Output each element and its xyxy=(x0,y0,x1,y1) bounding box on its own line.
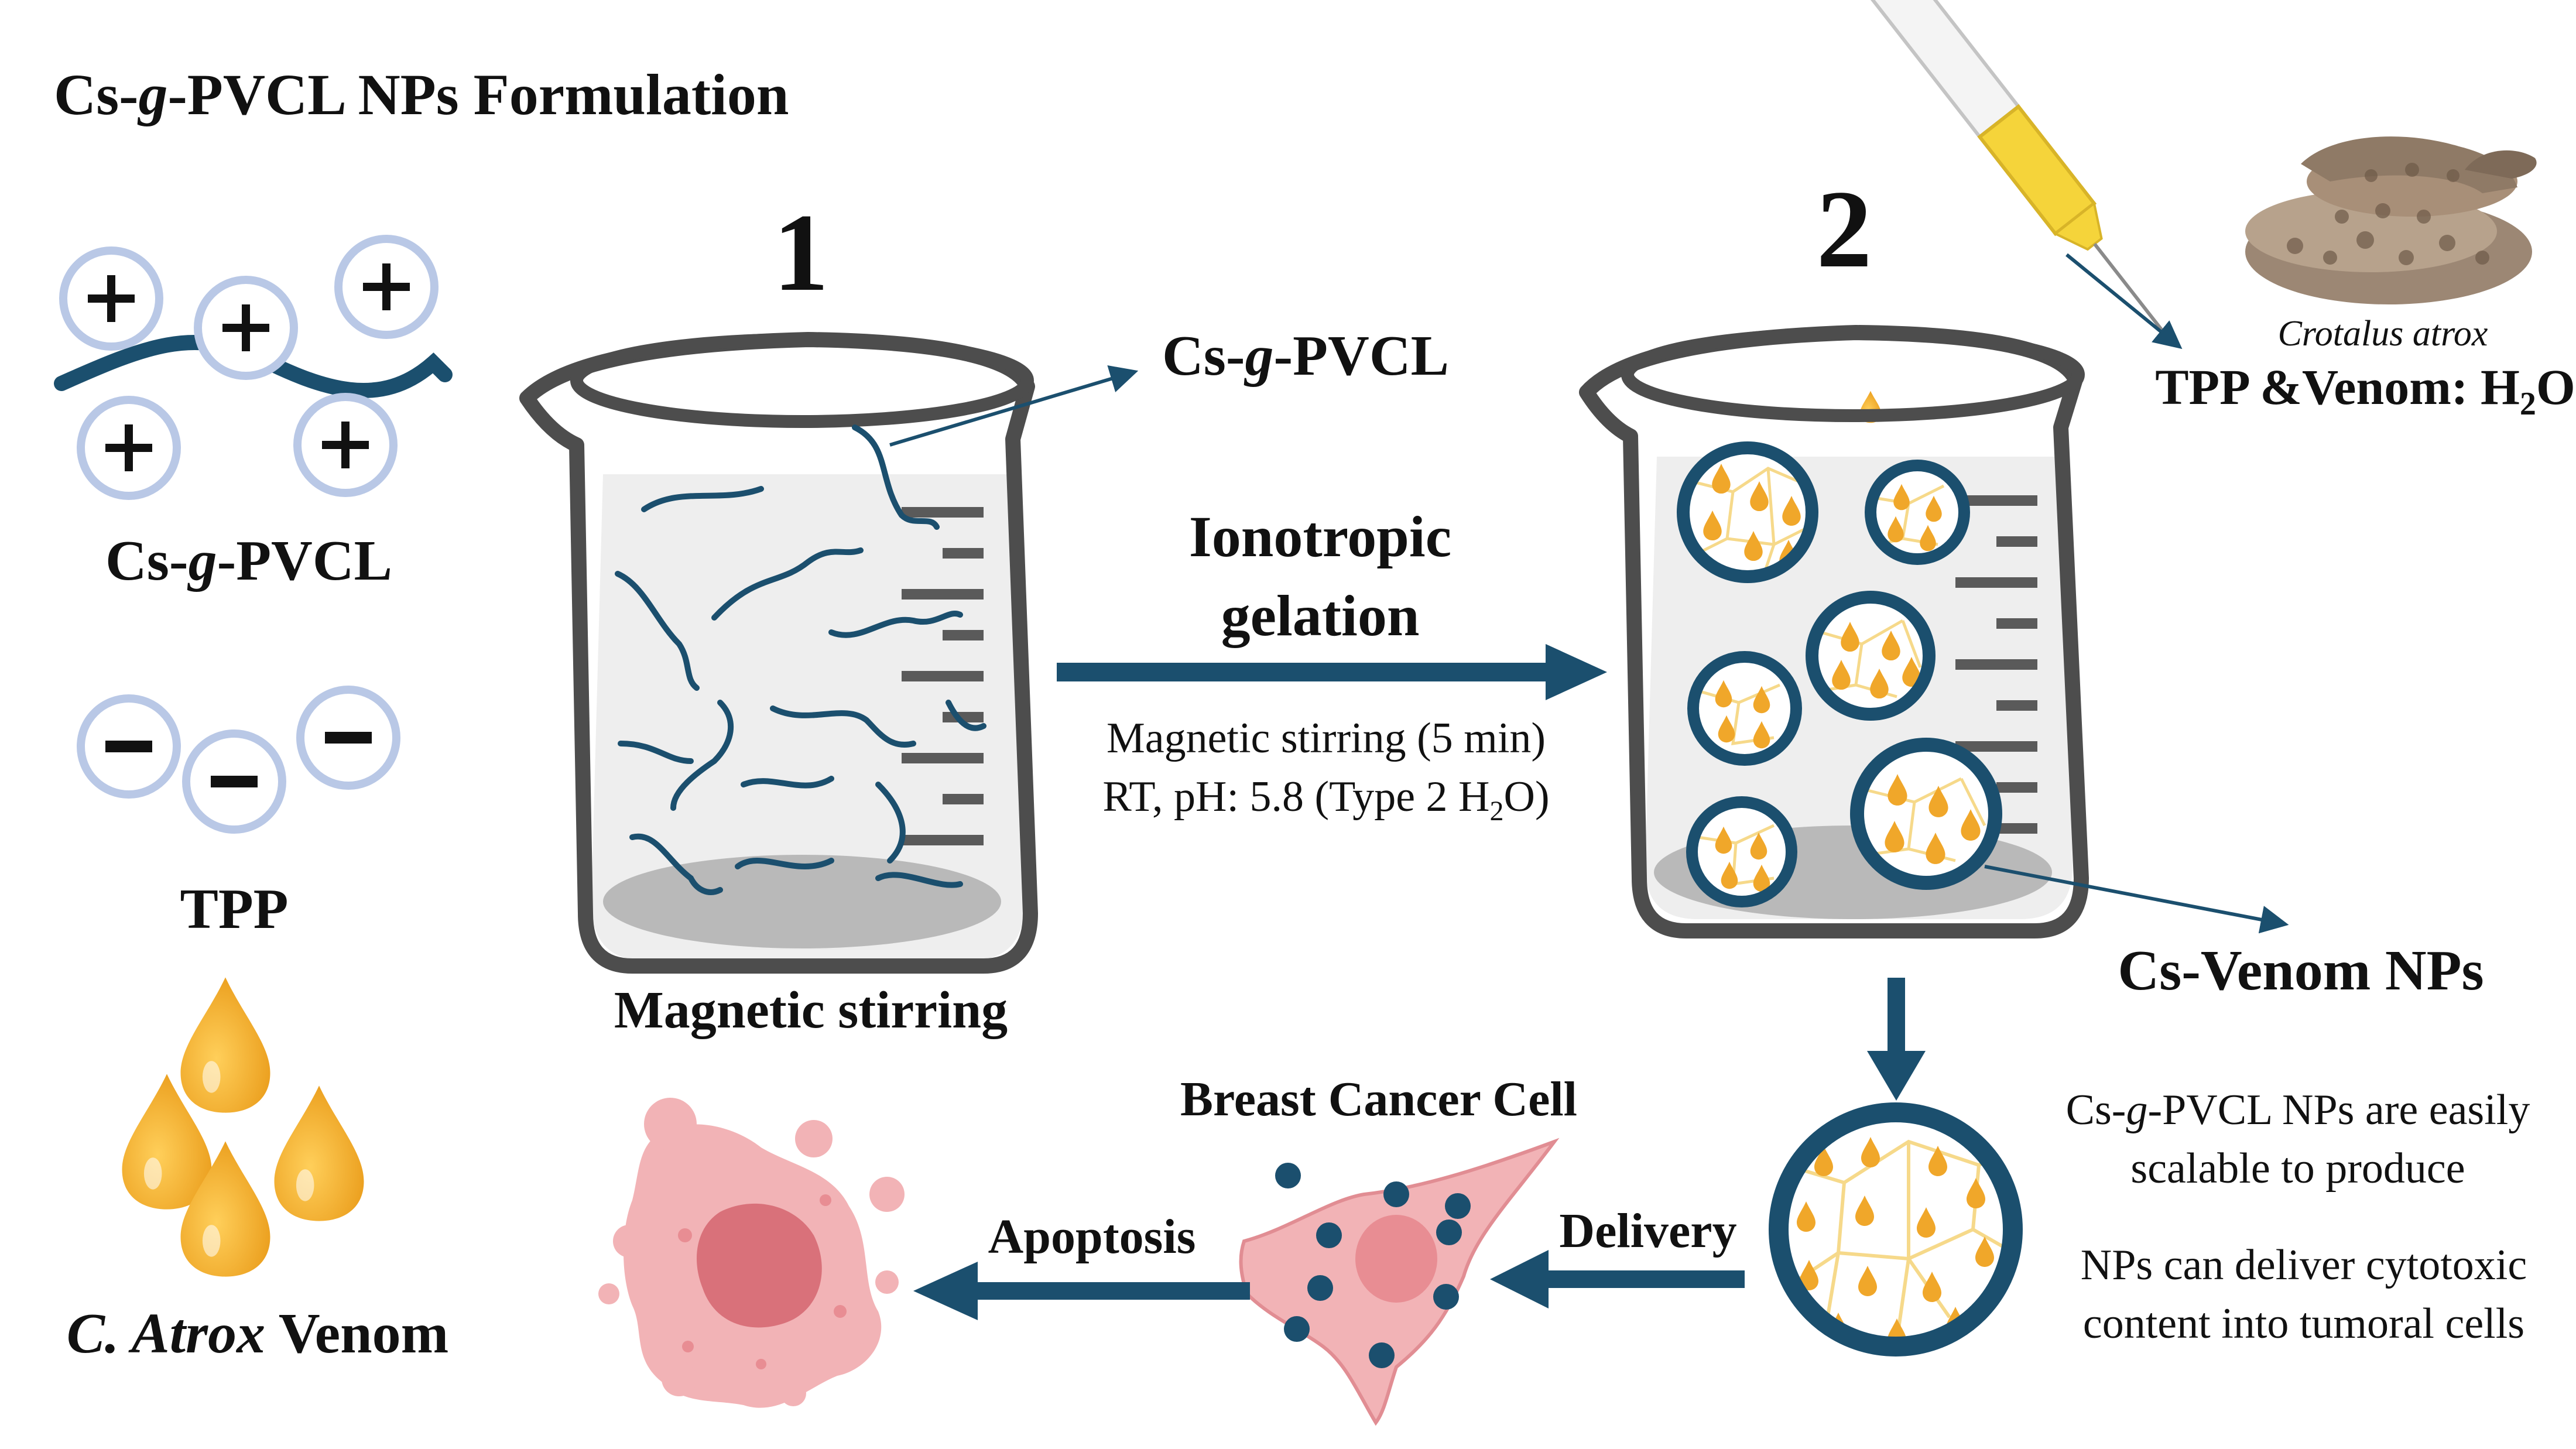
apoptosis-arrow xyxy=(913,1262,1250,1320)
note-line-1: Cs-g-PVCL NPs are easily xyxy=(2066,1086,2530,1134)
step-2-number: 2 xyxy=(1817,168,1872,291)
beaker-1 xyxy=(519,332,1038,974)
polymer-pointer-arrow xyxy=(889,365,1139,447)
process-conditions-line1: Magnetic stirring (5 min) xyxy=(1107,714,1546,762)
venom-drops-icon xyxy=(122,977,364,1277)
snake-species-label: Crotalus atrox xyxy=(2278,314,2488,354)
delivery-label: Delivery xyxy=(1559,1204,1736,1258)
apoptosis-label: Apoptosis xyxy=(988,1210,1196,1264)
nanoparticle xyxy=(1850,738,2002,890)
nanoparticle-closeup xyxy=(1769,1102,2023,1356)
reagent-label: TPP &Venom: H2O xyxy=(2155,359,2575,422)
rattlesnake-image xyxy=(2245,136,2537,304)
step-1-caption: Magnetic stirring xyxy=(614,981,1008,1039)
syringe xyxy=(1858,0,2176,347)
nanoparticle xyxy=(1687,651,1802,766)
step-1-number: 1 xyxy=(773,191,829,314)
note-line-2: scalable to produce xyxy=(2130,1145,2465,1193)
apoptotic-cell xyxy=(598,1098,905,1408)
tpp-anion-icon xyxy=(77,686,400,834)
polymer-chain-icon xyxy=(54,235,453,500)
nanoparticle xyxy=(1686,796,1797,907)
note-line-4: content into tumoral cells xyxy=(2083,1300,2524,1348)
delivery-arrow xyxy=(1490,1250,1745,1308)
process-conditions-line2: RT, pH: 5.8 (Type 2 H2O) xyxy=(1102,773,1549,827)
nanoparticle xyxy=(1806,591,1936,721)
polymer-legend-label: Cs-g-PVCL xyxy=(105,529,392,592)
product-label: Cs-Venom NPs xyxy=(2118,939,2483,1002)
syringe-pointer-arrow xyxy=(2065,253,2183,350)
down-arrow xyxy=(1867,978,1926,1101)
process-heading-line2: gelation xyxy=(1221,583,1420,648)
tpp-legend-label: TPP xyxy=(180,878,288,941)
process-arrow xyxy=(1057,644,1607,700)
cancer-cell-label: Breast Cancer Cell xyxy=(1180,1072,1577,1126)
note-line-3: NPs can deliver cytotoxic xyxy=(2081,1241,2527,1289)
nanoparticle xyxy=(1677,441,1818,583)
nanoparticles xyxy=(1677,441,2002,907)
process-heading-line1: Ionotropic xyxy=(1189,504,1451,569)
figure-title: Cs-g-PVCL NPs Formulation xyxy=(54,62,789,127)
breast-cancer-cell xyxy=(1239,1138,1560,1426)
nanoparticle xyxy=(1865,460,1970,565)
venom-legend-label: C. Atrox Venom xyxy=(67,1302,449,1365)
step-1-polymer-label: Cs-g-PVCL xyxy=(1162,324,1449,388)
product-pointer-arrow xyxy=(1984,865,2289,934)
